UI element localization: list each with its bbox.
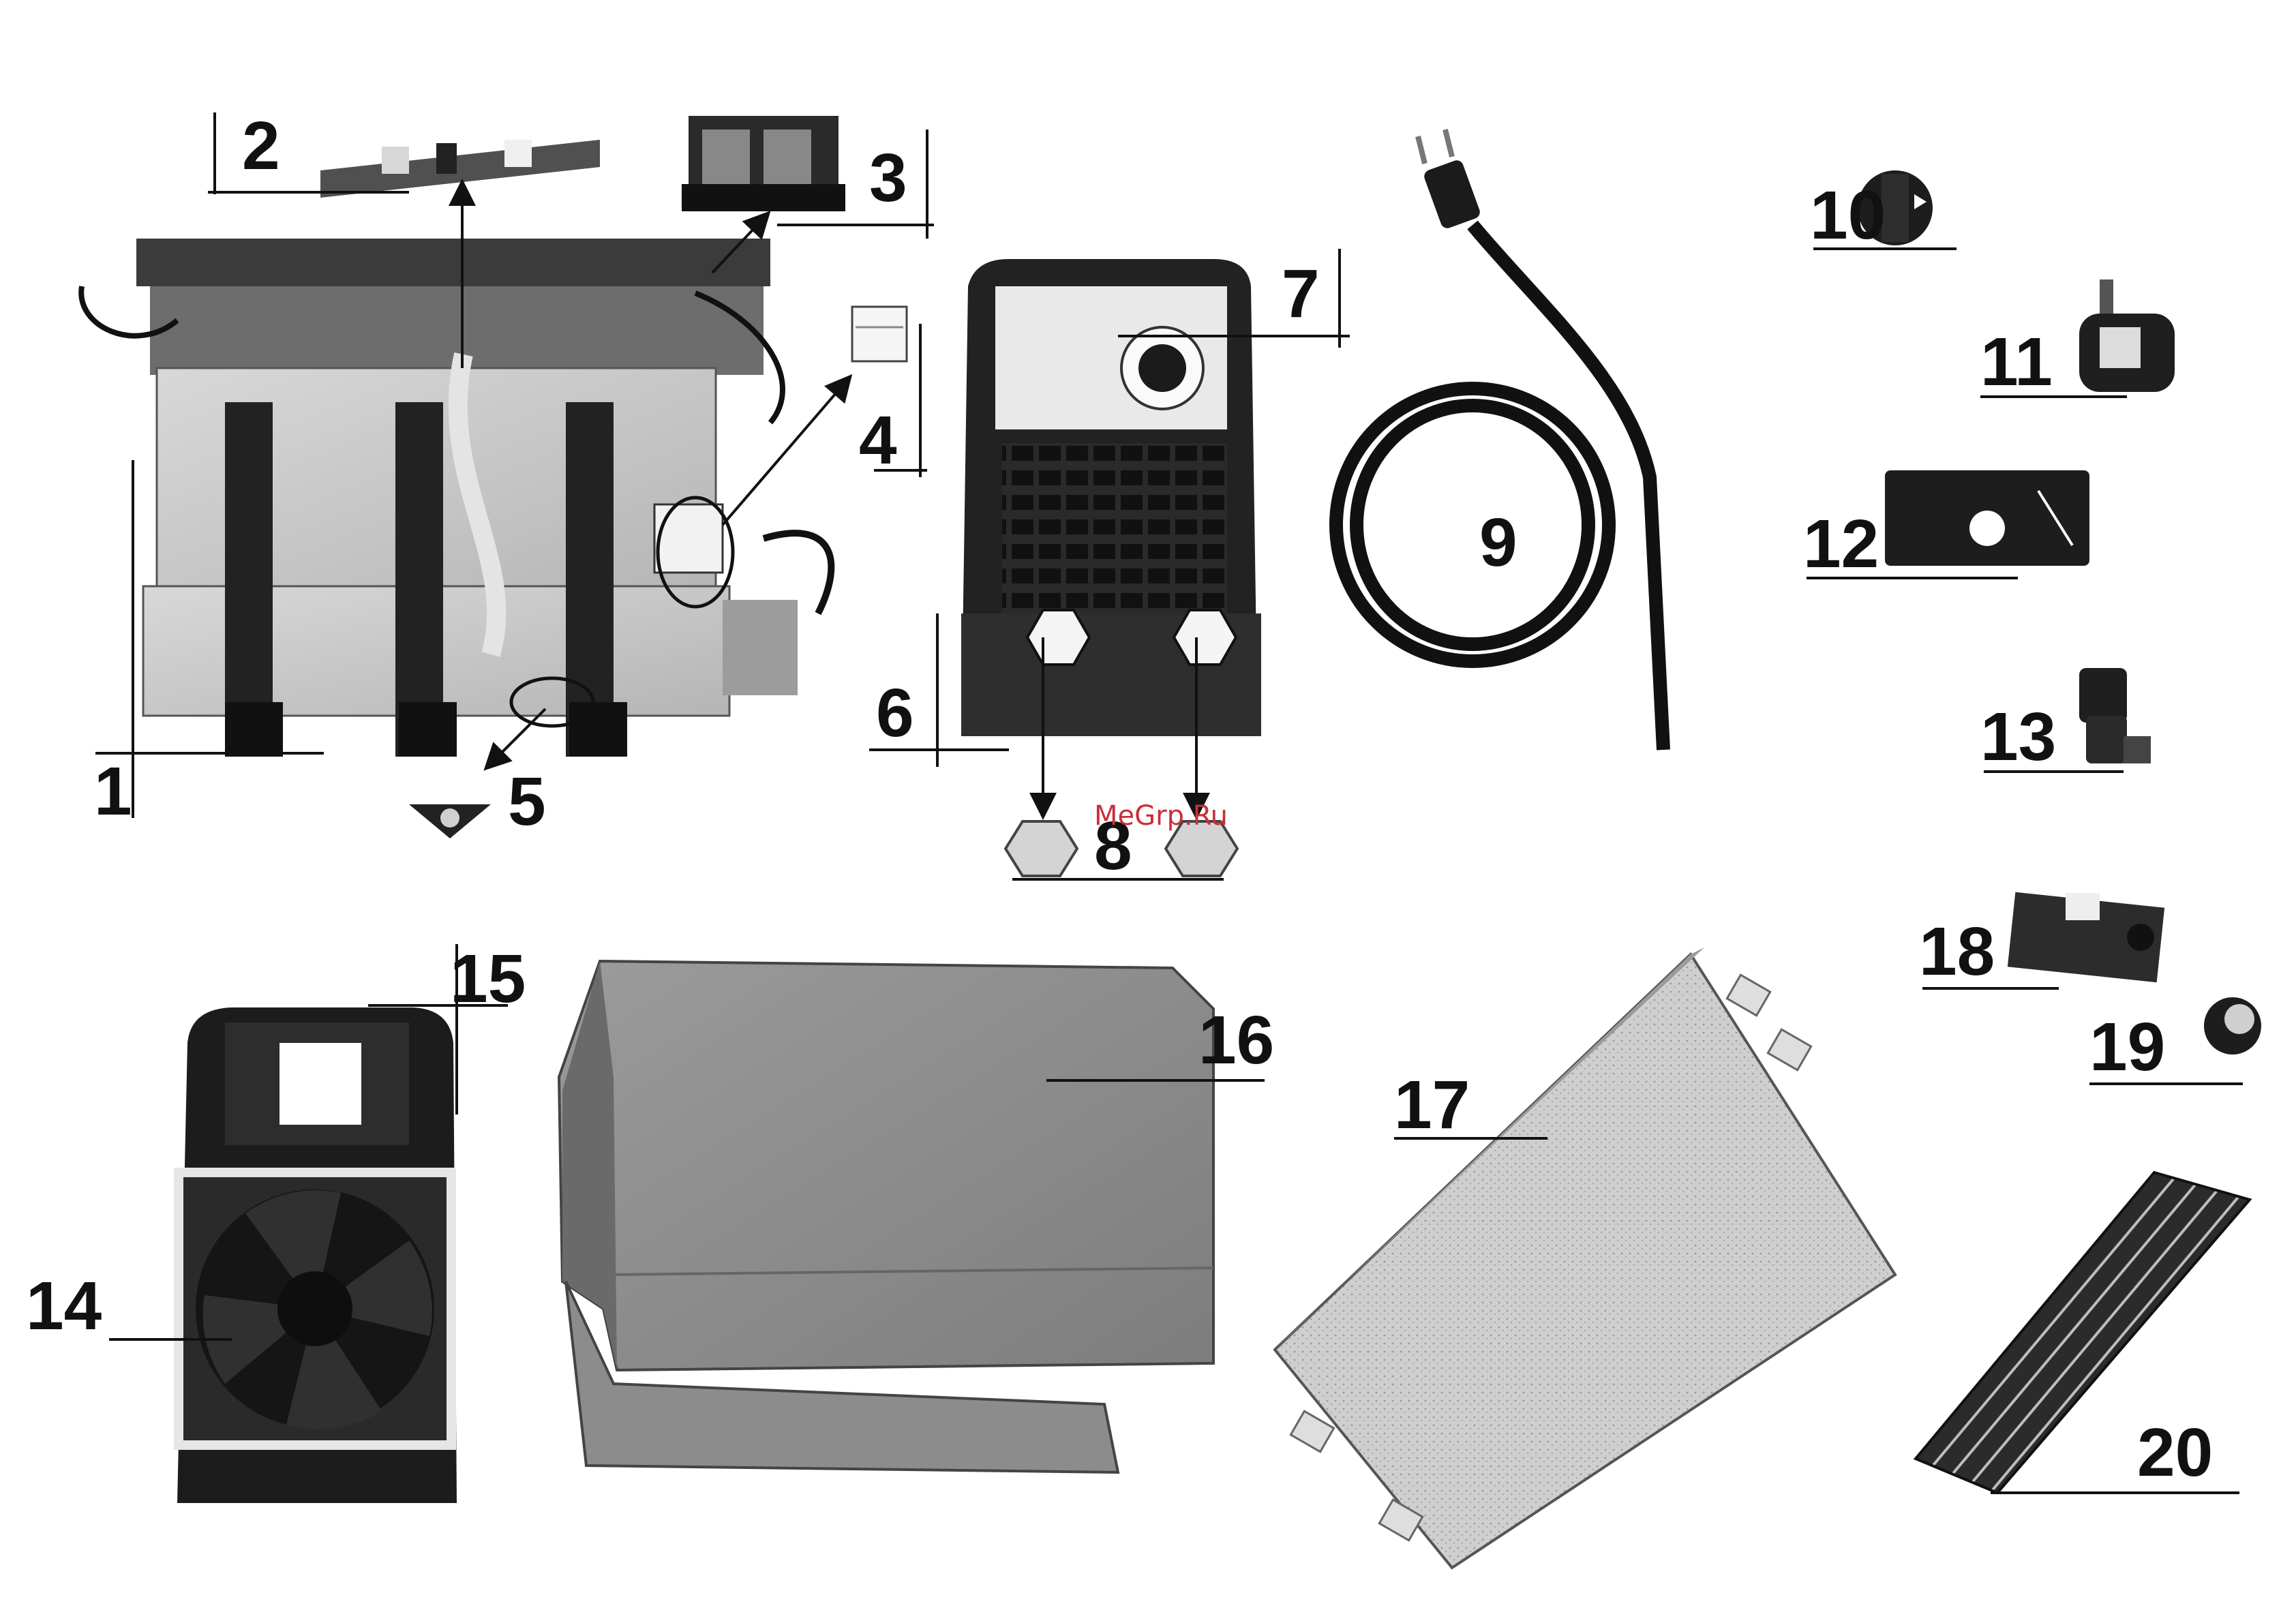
callout-20: 20 <box>2137 1414 2213 1491</box>
part-16-housing-cover <box>559 961 1213 1472</box>
part-12-label-plate <box>1885 470 2089 566</box>
callout-13: 13 <box>1980 699 2056 775</box>
callout-1: 1 <box>94 753 132 830</box>
callout-3: 3 <box>869 140 907 216</box>
callout-19: 19 <box>2089 1009 2165 1085</box>
callout-4: 4 <box>859 402 897 479</box>
callout-17: 17 <box>1394 1067 1470 1143</box>
callout-18: 18 <box>1919 913 1995 990</box>
callout-2: 2 <box>242 108 280 184</box>
part-17-base-plate <box>1275 947 1895 1568</box>
part-3-rectifier-block <box>682 116 845 211</box>
part-9-power-cord <box>1336 130 1663 750</box>
callout-6: 6 <box>876 675 914 751</box>
callout-15: 15 <box>450 941 526 1017</box>
callout-9: 9 <box>1479 504 1517 581</box>
callout-5: 5 <box>508 763 546 840</box>
part-2-control-board <box>320 140 600 198</box>
callout-11: 11 <box>1980 324 2053 400</box>
callout-12: 12 <box>1803 506 1879 582</box>
part-13-connector <box>2079 668 2151 763</box>
callout-7: 7 <box>1282 256 1320 332</box>
callout-10: 10 <box>1810 177 1886 254</box>
part-14-15-rear-panel-fan <box>177 1007 457 1503</box>
callout-16: 16 <box>1198 1002 1274 1078</box>
part-6-front-panel <box>961 259 1261 736</box>
callout-14: 14 <box>26 1268 102 1344</box>
part-18-small-board <box>2008 892 2164 982</box>
part-19-small-knob <box>2204 997 2261 1055</box>
part-5-bracket <box>409 804 491 838</box>
part-1-main-assembly <box>81 239 831 757</box>
part-11-rotary-switch <box>2079 279 2175 392</box>
watermark: MeGrp.Ru <box>1094 800 1228 832</box>
part-4-cable-clip <box>852 307 907 361</box>
